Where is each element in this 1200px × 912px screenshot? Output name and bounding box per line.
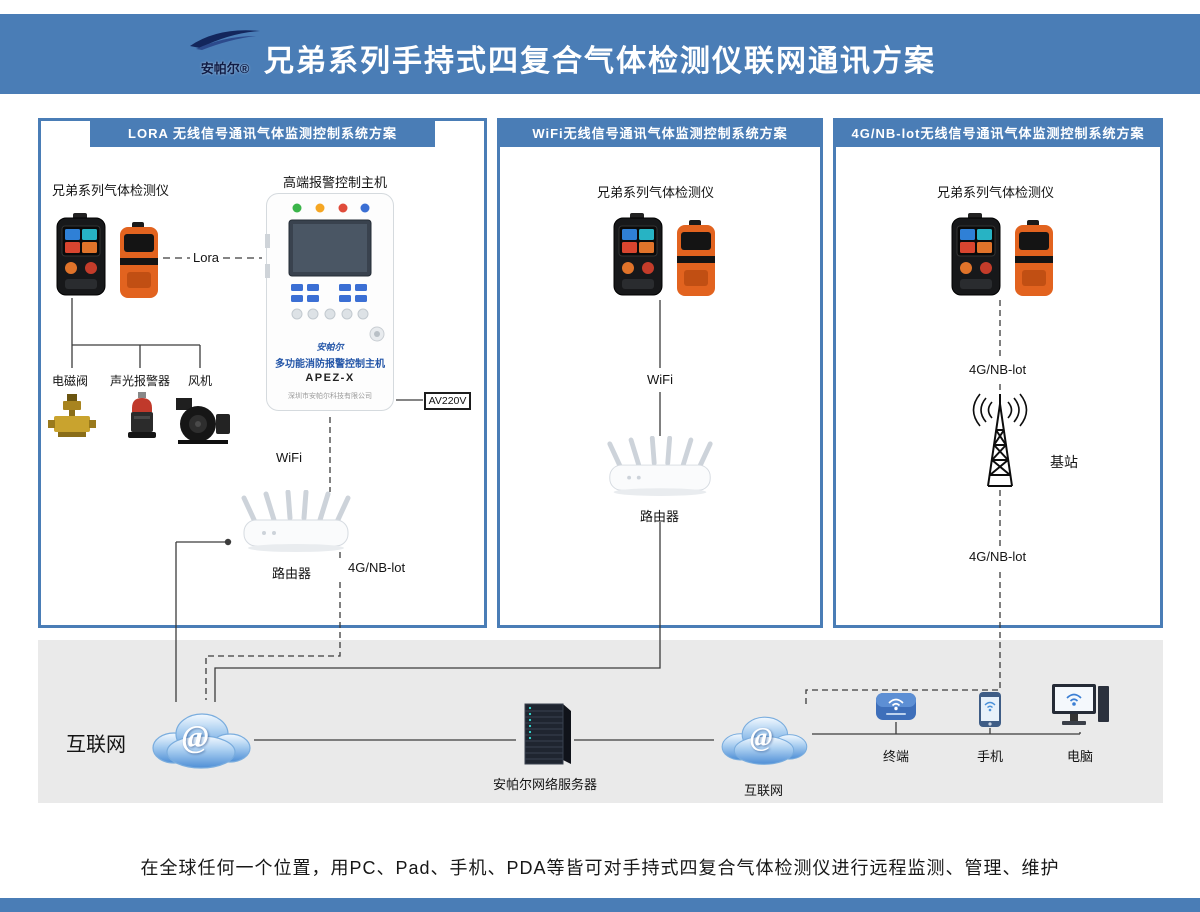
detector-label-2: 兄弟系列气体检测仪 [597, 185, 715, 200]
gas-detector-black-icon [950, 213, 1002, 297]
panel-wifi-title: WiFi无线信号通讯气体监测控制系统方案 [500, 121, 820, 147]
host-company: 深圳市安帕尔科技有限公司 [288, 393, 372, 400]
logo-swoosh-icon [190, 30, 260, 50]
at-symbol: @ [182, 718, 209, 754]
wifi-label-1: WiFi [276, 450, 302, 465]
gas-detector-orange-icon [1013, 220, 1055, 298]
fan-icon [172, 396, 232, 446]
gas-detector-orange-icon [118, 222, 160, 300]
internet-label-right: 互联网 [744, 783, 784, 798]
nb-bottom-label: 4G/NB-lot [966, 549, 1030, 564]
solenoid-valve-icon [48, 394, 96, 440]
host-name: 多功能消防报警控制主机 [275, 359, 385, 370]
fan-label: 风机 [188, 374, 213, 388]
gas-detector-black-icon [612, 213, 664, 297]
router-label-1: 路由器 [272, 566, 312, 581]
logo-text: 安帕尔® [200, 61, 250, 76]
footer-caption: 在全球任何一个位置，用PC、Pad、手机、PDA等皆可对手持式四复合气体检测仪进… [140, 858, 1060, 878]
router-label-2: 路由器 [640, 509, 680, 524]
host-brand: 安帕尔 [316, 342, 344, 352]
alarm-host-device: 安帕尔 多功能消防报警控制主机 APEZ-X 深圳市安帕尔科技有限公司 [265, 192, 395, 412]
panel-4g-title: 4G/NB-lot无线信号通讯气体监测控制系统方案 [836, 121, 1160, 147]
at-symbol: @ [750, 722, 773, 752]
router-icon-2 [604, 436, 716, 498]
router-icon-1 [238, 490, 354, 554]
alarm-label: 声光报警器 [110, 374, 171, 388]
internet-cloud-icon [716, 708, 812, 770]
host-label: 高端报警控制主机 [283, 175, 388, 190]
computer-icon [1052, 684, 1110, 732]
host-faceplate-text: 安帕尔 多功能消防报警控制主机 APEZ-X 深圳市安帕尔科技有限公司 [265, 340, 395, 401]
base-station-tower-icon [958, 390, 1042, 490]
header-bar [0, 14, 1200, 94]
sound-light-alarm-icon [126, 392, 158, 440]
nb-top-label: 4G/NB-lot [966, 362, 1030, 377]
phone-icon [978, 688, 1002, 728]
gas-detector-black-icon [55, 213, 107, 297]
valve-label: 电磁阀 [52, 374, 89, 388]
terminal-icon [876, 690, 916, 722]
footer-bar [0, 898, 1200, 912]
detector-label-3: 兄弟系列气体检测仪 [937, 185, 1055, 200]
host-model: APEZ-X [305, 372, 355, 384]
lora-link-label: Lora [190, 250, 223, 265]
server-label: 安帕尔网络服务器 [493, 777, 598, 792]
server-rack-icon [517, 702, 573, 768]
internet-label-left: 互联网 [66, 734, 126, 756]
detector-label-1: 兄弟系列气体检测仪 [52, 183, 170, 198]
nb-label-1: 4G/NB-lot [348, 560, 406, 575]
wifi-label-2: WiFi [644, 372, 676, 387]
terminal-label: 终端 [883, 749, 910, 764]
internet-cloud-icon [146, 704, 256, 774]
power-label: AV220V [424, 392, 471, 410]
gas-detector-orange-icon [675, 220, 717, 298]
page-title: 兄弟系列手持式四复合气体检测仪联网通讯方案 [264, 45, 936, 78]
brand-logo: 安帕尔® [170, 26, 280, 77]
computer-label: 电脑 [1067, 749, 1094, 764]
phone-label: 手机 [977, 749, 1004, 764]
base-station-label: 基站 [1050, 454, 1078, 470]
panel-lora-title: LORA 无线信号通讯气体监测控制系统方案 [90, 121, 435, 147]
